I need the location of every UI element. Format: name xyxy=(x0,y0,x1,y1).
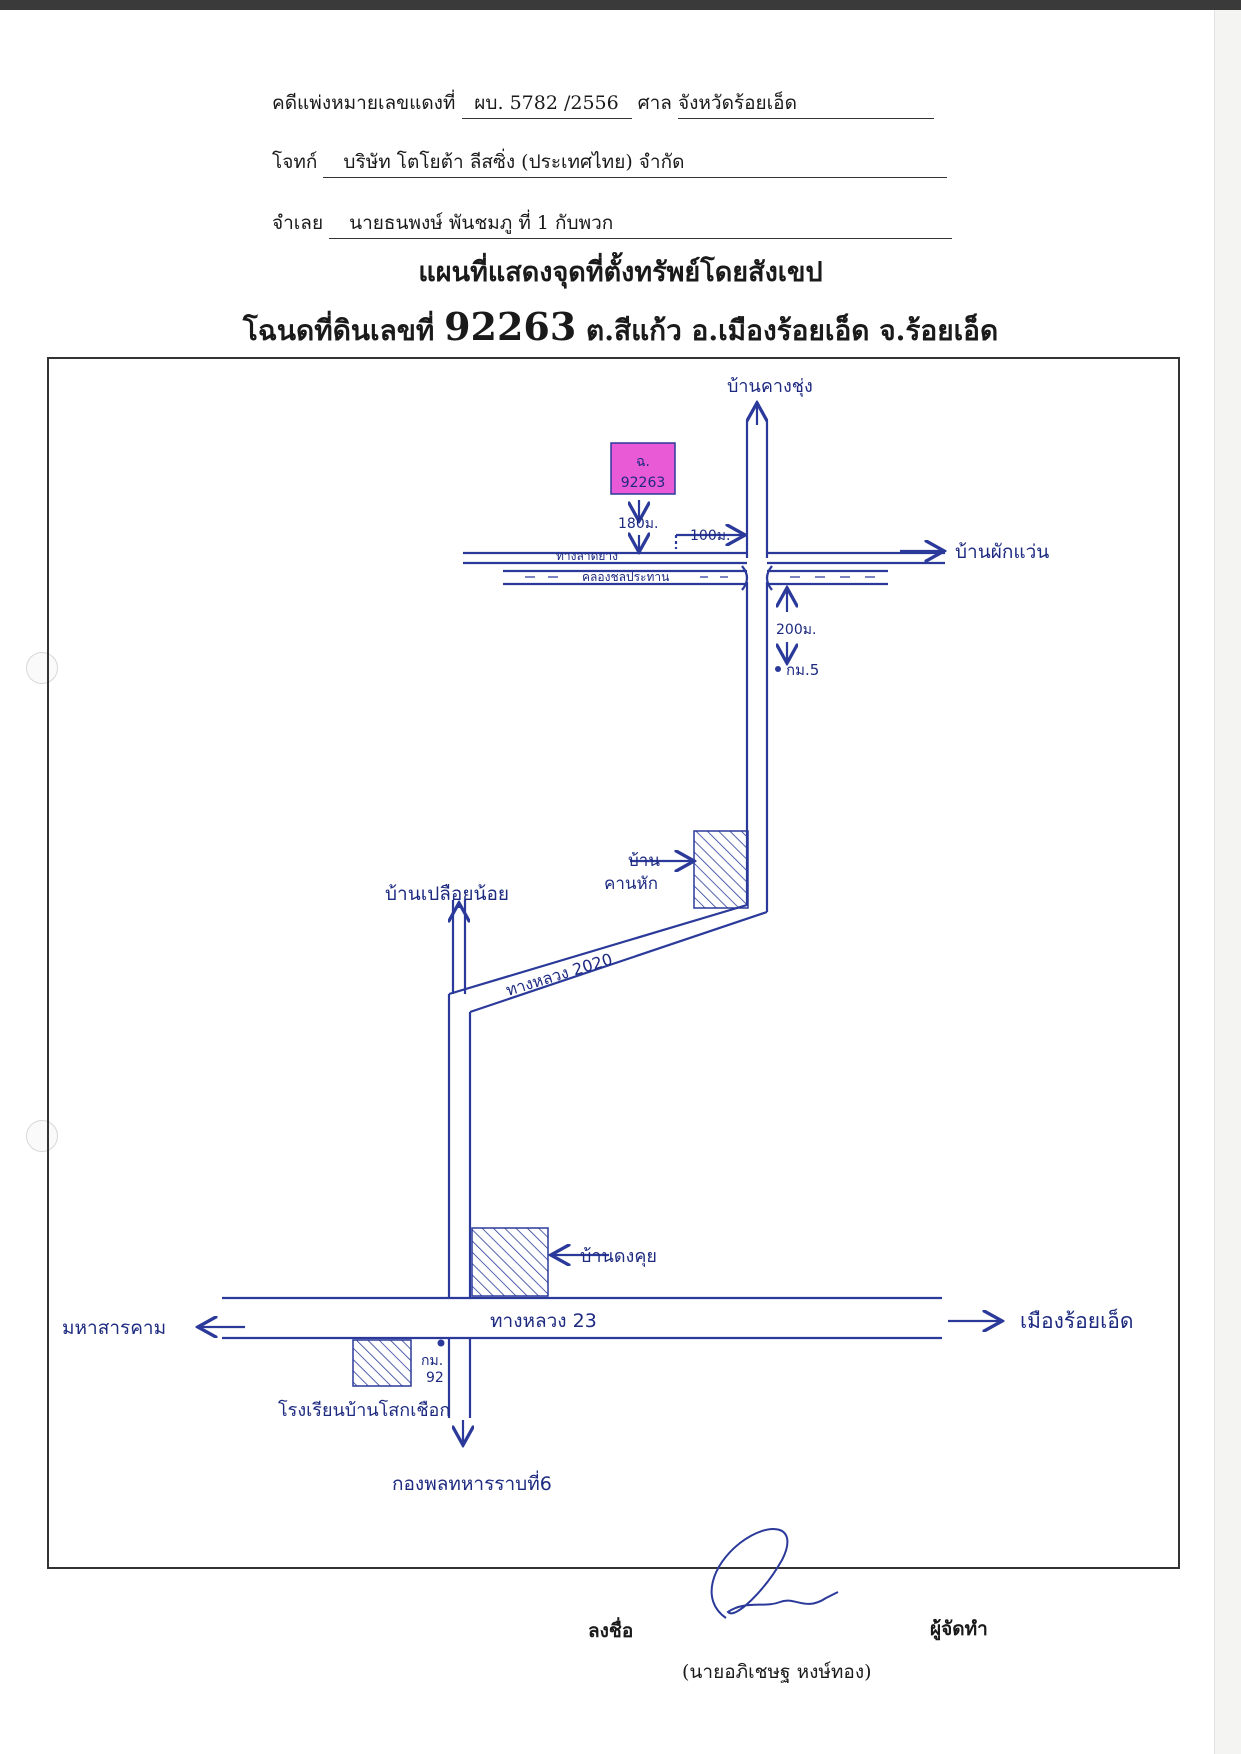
preparer-name: (นายอภิเชษฐ หงษ์ทอง) xyxy=(682,1661,872,1683)
scan-edge-right xyxy=(1214,10,1241,1754)
map-title: แผนที่แสดงจุดที่ตั้งทรัพย์โดยสังเขป xyxy=(418,257,823,288)
sign-label: ลงชื่อ xyxy=(588,1620,634,1642)
highway-23-label: ทางหลวง 23 xyxy=(490,1310,597,1332)
court-name: จังหวัดร้อยเอ็ด xyxy=(677,88,934,119)
deed-number: 92263 xyxy=(444,304,577,349)
deed-title: โฉนดที่ดินเลขที่ 92263 ต.สีแก้ว อ.เมืองร… xyxy=(0,304,1241,353)
km5-marker-icon xyxy=(775,666,781,672)
map-frame xyxy=(47,357,1180,1569)
ban-khan-hak-label-a: บ้าน xyxy=(628,851,660,871)
laterite-road-label: ทางลาดยาง xyxy=(556,549,618,563)
hwy2020-north-edge xyxy=(448,903,748,996)
case-number: ผบ. 5782 /2556 xyxy=(461,88,632,119)
km5-label: กม.5 xyxy=(786,661,819,679)
dist-100-label: 100ม. xyxy=(690,528,730,544)
property-label-number: 92263 xyxy=(621,475,666,491)
maha-sarakham-label: มหาสารคาม xyxy=(62,1317,166,1339)
road-network xyxy=(200,405,1000,1443)
village-area-khan-hak xyxy=(693,830,749,909)
property-parcel-icon xyxy=(610,442,676,495)
plaintiff-label: โจทก์ xyxy=(272,151,318,173)
village-area-dong-kui xyxy=(471,1227,549,1297)
school-label: โรงเรียนบ้านโสกเชือก xyxy=(278,1399,450,1421)
dist-180-label: 180ม. xyxy=(618,516,658,532)
case-number-row: คดีแพ่งหมายเลขแดงที่ ผบ. 5782 /2556 ศาล … xyxy=(272,88,934,119)
defendant-name: นายธนพงษ์ พันชมภู ที่ 1 กับพวก xyxy=(329,208,953,239)
deed-location: ต.สีแก้ว อ.เมืองร้อยเอ็ด จ.ร้อยเอ็ด xyxy=(586,314,999,347)
km92-label-a: กม. xyxy=(421,1353,443,1369)
preparer-role: ผู้จัดทำ xyxy=(930,1618,988,1640)
ban-dong-kui-label: บ้านดงคุย xyxy=(580,1246,657,1267)
plaintiff-name: บริษัท โตโยต้า ลีสซิ่ง (ประเทศไทย) จำกัด xyxy=(323,147,948,178)
canal-label: คลองชลประทาน xyxy=(582,570,669,584)
signature-drawing xyxy=(710,1528,839,1619)
property-label-top: ฉ. xyxy=(636,454,650,470)
court-label: ศาล xyxy=(637,92,672,114)
punch-hole xyxy=(26,652,58,684)
ban-khang-chung-label: บ้านคางชุ่ง xyxy=(727,376,813,397)
ban-plueai-noi-label: บ้านเปลือยน้อย xyxy=(385,883,509,905)
defendant-label: จำเลย xyxy=(272,212,324,234)
school-area xyxy=(352,1339,412,1387)
hwy2020-south-edge xyxy=(469,910,768,1014)
case-label: คดีแพ่งหมายเลขแดงที่ xyxy=(272,92,456,114)
army-division-label: กองพลทหารราบที่6 xyxy=(392,1470,552,1495)
plaintiff-row: โจทก์ บริษัท โตโยต้า ลีสซิ่ง (ประเทศไทย)… xyxy=(272,147,948,178)
ban-khan-hak-label-b: คานหัก xyxy=(604,874,658,894)
punch-hole xyxy=(26,1120,58,1152)
deed-label: โฉนดที่ดินเลขที่ xyxy=(242,314,435,347)
km92-label-b: 92 xyxy=(426,1370,444,1386)
km92-marker-icon xyxy=(437,1339,445,1347)
dist-200-label: 200ม. xyxy=(776,622,816,638)
defendant-row: จำเลย นายธนพงษ์ พันชมภู ที่ 1 กับพวก xyxy=(272,208,953,239)
ban-phak-waen-label: บ้านผักแว่น xyxy=(955,541,1049,563)
scan-edge-top xyxy=(0,0,1241,10)
highway-2020-label: ทางหลวง 2020 xyxy=(504,949,615,999)
mueang-roi-et-label: เมืองร้อยเอ็ด xyxy=(1020,1307,1134,1333)
